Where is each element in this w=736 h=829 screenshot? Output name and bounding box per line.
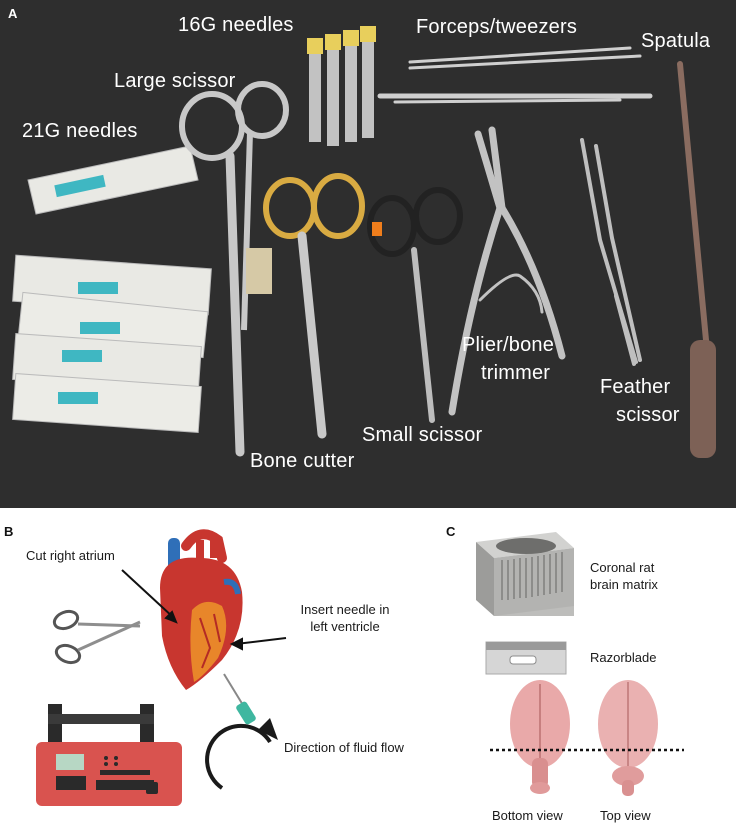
label-16g-needles: 16G needles [178, 14, 294, 36]
needle-icon [223, 673, 256, 725]
heart-icon [160, 529, 243, 690]
brain-matrix-icon [476, 532, 574, 616]
panel-letter-a: A [8, 6, 18, 21]
needle-pack-21g-stack [12, 254, 212, 433]
bone-cutter [263, 173, 365, 439]
needles-16g [307, 26, 376, 146]
feather-scissor [580, 138, 642, 366]
annotation-arrows [121, 569, 287, 651]
perfusion-pump-icon [36, 704, 182, 806]
label-cut-right-atrium: Cut right atrium [26, 548, 115, 563]
fluid-flow-arrow-icon [205, 718, 278, 790]
label-coronal-matrix-line1: Coronal rat [590, 560, 655, 575]
label-feather-scissor-line1: Feather [600, 376, 671, 398]
panel-letter-c: C [446, 524, 456, 539]
brain-top-view-icon [598, 680, 658, 796]
label-razorblade: Razorblade [590, 650, 657, 665]
label-plier-bone-line2: trimmer [481, 362, 551, 384]
label-feather-scissor-line2: scissor [616, 404, 680, 426]
label-coronal-matrix-line2: brain matrix [590, 577, 658, 592]
brain-bottom-view-icon [510, 680, 570, 794]
razorblade-icon [485, 641, 567, 675]
spatula [677, 61, 716, 458]
panel-letter-b: B [4, 524, 14, 539]
label-top-view: Top view [600, 808, 651, 823]
large-scissor [179, 81, 289, 457]
label-direction-of-fluid-flow: Direction of fluid flow [284, 740, 404, 755]
label-spatula: Spatula [641, 30, 711, 52]
small-scissor [367, 187, 463, 423]
panel-b-perfusion-diagram: B Cut right atrium Insert needle in left… [0, 518, 440, 829]
label-large-scissor: Large scissor [114, 70, 236, 92]
label-forceps-tweezers: Forceps/tweezers [416, 16, 578, 38]
panel-c-brain-slicing-diagram: C Coronal rat brain matrix Razorblade Bo… [440, 518, 736, 829]
label-bottom-view: Bottom view [492, 808, 563, 823]
plier-bone-trimmer [448, 126, 566, 416]
instruments-illustration [12, 26, 716, 458]
label-21g-needles: 21G needles [22, 120, 138, 142]
panel-a-instruments-photo: A 16G needles Forceps/tweezers Spatula L… [0, 0, 736, 508]
scissors-icon [52, 609, 141, 665]
perfusion-illustration [36, 529, 287, 806]
brain-slicing-illustration [476, 532, 684, 796]
needle-pack-21g-single [27, 145, 199, 215]
label-bone-cutter: Bone cutter [250, 450, 355, 472]
label-small-scissor: Small scissor [362, 424, 483, 446]
label-insert-needle-line1: Insert needle in [300, 602, 390, 617]
label-insert-needle-line2: left ventricle [310, 619, 380, 634]
label-plier-bone-line1: Plier/bone [462, 334, 555, 356]
small-tube [246, 248, 272, 294]
forceps-tweezers [377, 46, 653, 104]
